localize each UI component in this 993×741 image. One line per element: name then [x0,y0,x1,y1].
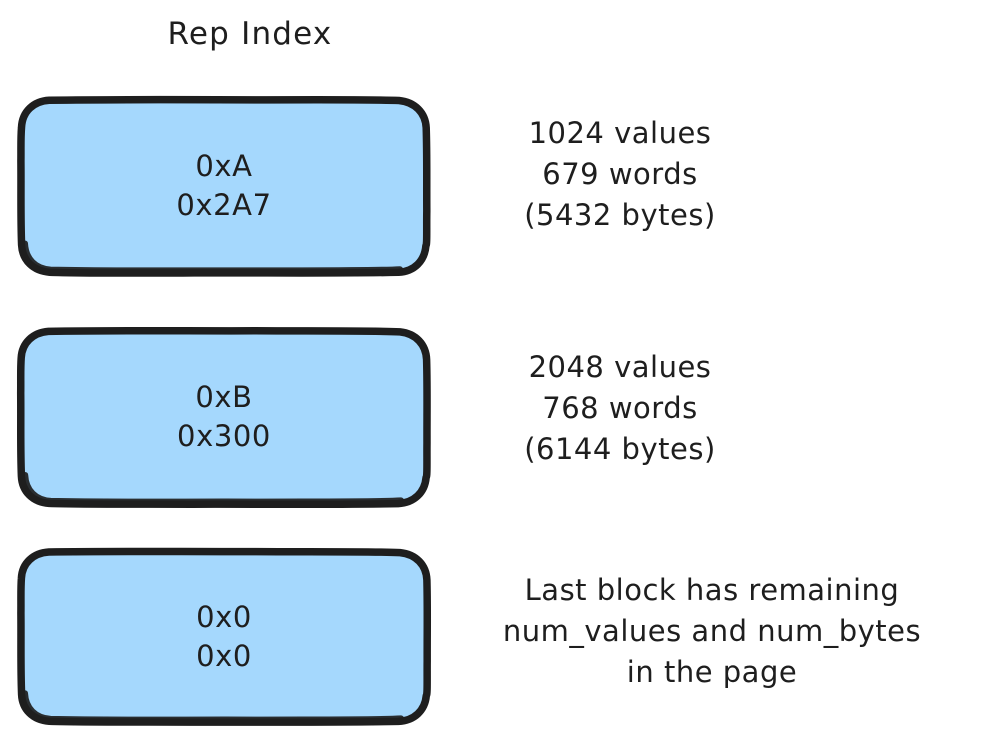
annotation-3-line-2: num_values and num_bytes [502,614,922,649]
diagram-title: Rep Index [167,16,333,52]
rep-index-entry-1-annotation: 1024 values 679 words (5432 bytes) [470,113,770,237]
rounded-rectangle-shape [16,326,431,509]
rounded-rectangle-shape [17,547,432,726]
rep-index-entry-3[interactable]: 0x0 0x0 [17,547,432,726]
annotation-2-line-2: 768 words [542,391,698,426]
rounded-rectangle-shape [17,95,431,277]
annotation-2-line-1: 2048 values [528,350,712,384]
rep-index-entry-2-annotation: 2048 values 768 words (6144 bytes) [470,347,770,471]
rep-index-entry-3-annotation: Last block has remaining num_values and … [452,570,972,694]
rep-index-entry-2[interactable]: 0xB 0x300 [16,326,431,509]
annotation-2-line-3: (6144 bytes) [524,432,716,467]
annotation-3-line-1: Last block has remaining [524,573,900,607]
annotation-1-line-1: 1024 values [528,116,712,150]
annotation-3-line-3: in the page [626,655,798,690]
annotation-1-line-2: 679 words [542,157,698,192]
rep-index-entry-1[interactable]: 0xA 0x2A7 [17,95,431,277]
annotation-1-line-3: (5432 bytes) [524,198,716,233]
